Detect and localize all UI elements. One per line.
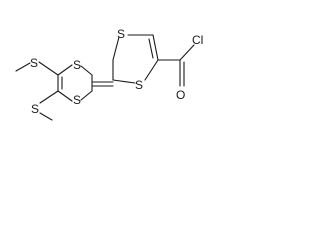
bond-methyl-top — [15, 62, 31, 72]
bond-left-c4-s — [57, 64, 73, 76]
bond-smethyl-bottom-ring — [39, 90, 59, 104]
bond-right-c-s — [144, 59, 159, 81]
atom-s-right-ring-bottom: S — [135, 78, 143, 92]
bond-left-s-c2-bottom — [80, 90, 93, 101]
atom-s-left-ring-bottom: S — [73, 93, 81, 107]
atom-chlorine: Cl — [192, 33, 203, 47]
bond-carbonyl-cl — [179, 44, 195, 61]
tetrathiafulvalene-carbonyl-chloride-structure: S S S S S S Cl O — [15, 27, 203, 121]
bond-left-c5-s — [57, 90, 73, 102]
bond-right-c2-s-top — [112, 36, 120, 61]
bond-right-ch-c-b — [148, 38, 154, 59]
bond-methyl-bottom — [39, 112, 53, 121]
bond-right-c2-s-bottom — [112, 79, 136, 84]
bond-right-ch-c-a — [152, 34, 159, 61]
atom-s-methylthio-bottom: S — [31, 102, 39, 116]
bond-smethyl-top-ring — [38, 61, 59, 76]
bond-left-s-c2-top — [80, 65, 93, 76]
atom-s-right-ring-top: S — [117, 27, 125, 41]
atom-s-methylthio-top: S — [30, 56, 38, 70]
atom-oxygen: O — [176, 88, 185, 102]
atom-s-left-ring-top: S — [73, 58, 81, 72]
